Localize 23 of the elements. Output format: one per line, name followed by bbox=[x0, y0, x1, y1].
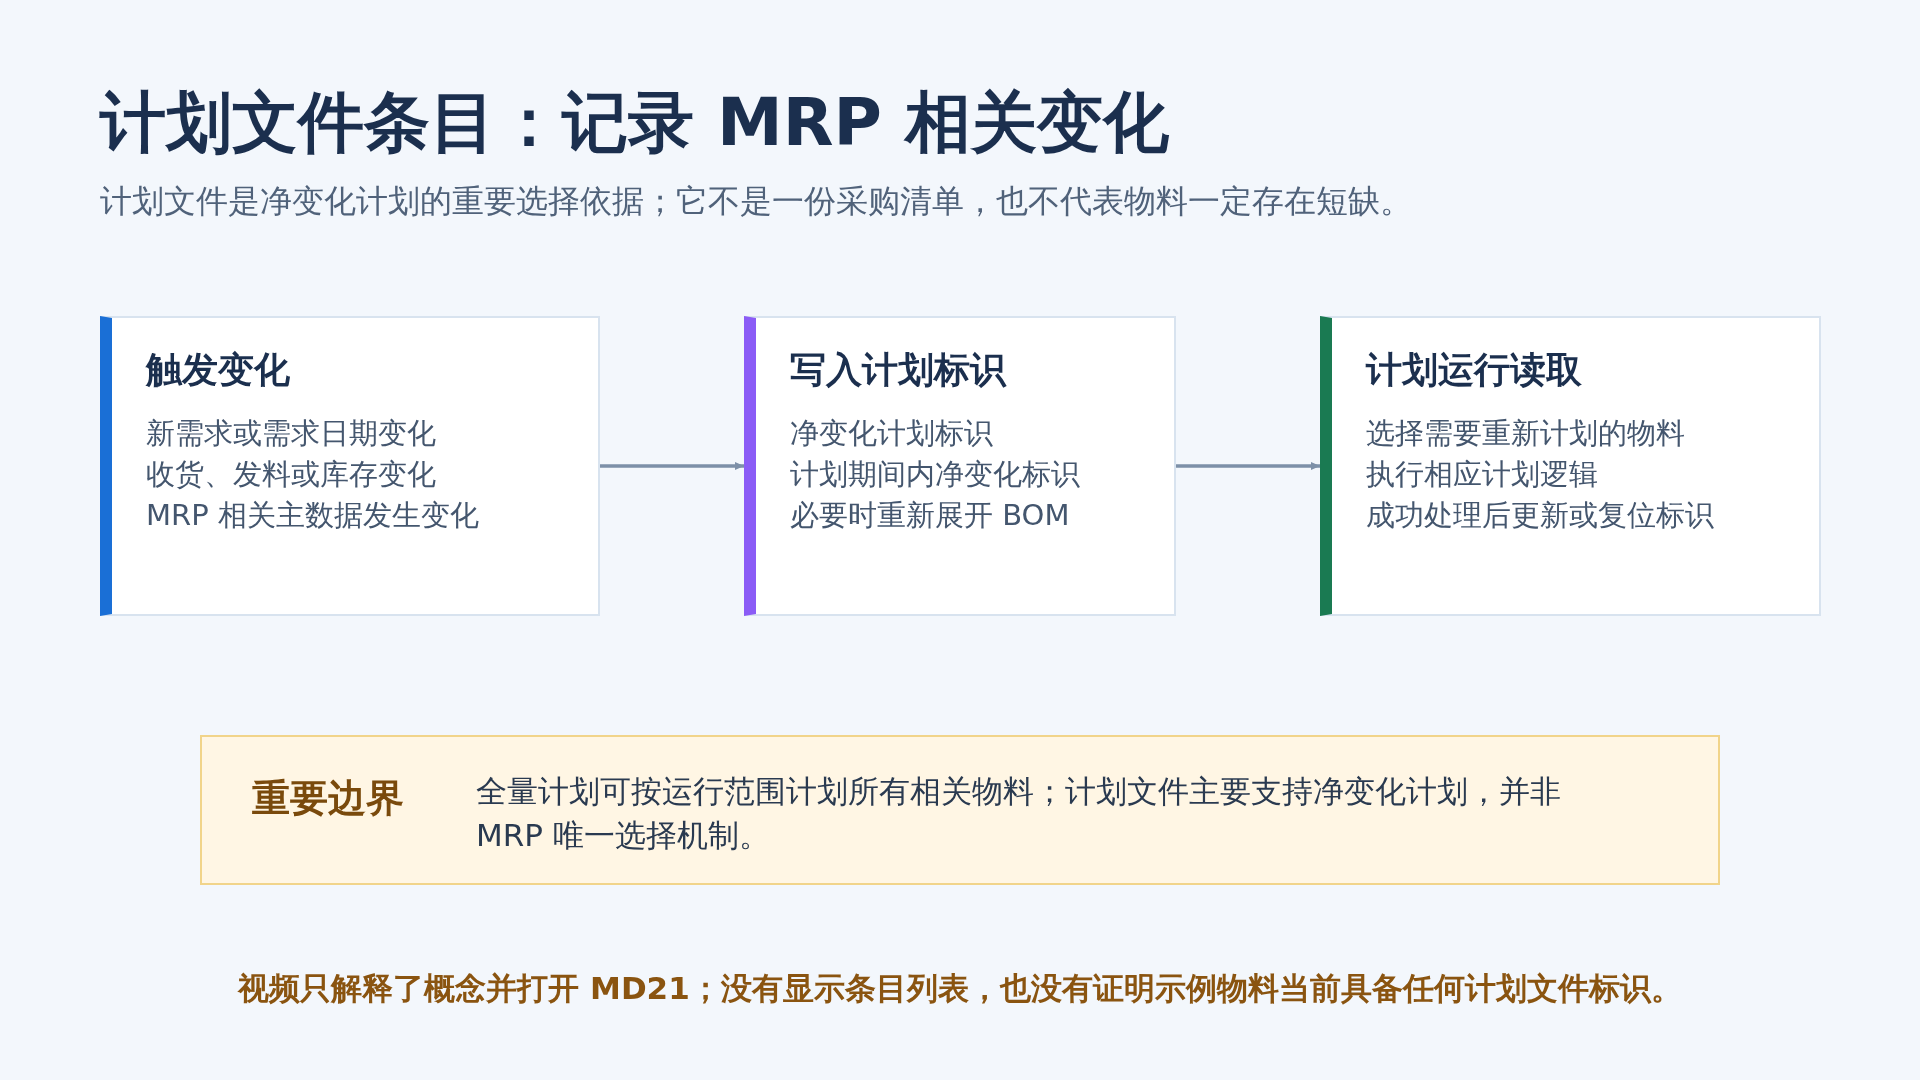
card-heading: 触发变化 bbox=[146, 348, 291, 392]
card-text: 计划期间内净变化标识 bbox=[790, 456, 1081, 493]
step-card bbox=[744, 316, 1176, 616]
card-text: 选择需要重新计划的物料 bbox=[1366, 415, 1686, 452]
card-heading: 写入计划标识 bbox=[790, 348, 1008, 392]
card-heading: 计划运行读取 bbox=[1366, 348, 1583, 392]
card-text: MRP 相关主数据发生变化 bbox=[146, 497, 480, 534]
note-box bbox=[200, 735, 1720, 885]
title: 计划文件条目：记录 MRP 相关变化 bbox=[100, 83, 1169, 163]
card-text: 执行相应计划逻辑 bbox=[1366, 456, 1599, 493]
card-text: 必要时重新展开 BOM bbox=[790, 497, 1071, 534]
arrow bbox=[1176, 462, 1320, 470]
note-text: 全量计划可按运行范围计划所有相关物料；计划文件主要支持净变化计划，并非 MRP 唯一选择机制。 bbox=[476, 772, 1562, 855]
step-card bbox=[100, 316, 600, 616]
note-heading: 重要边界 bbox=[252, 775, 404, 822]
step-card bbox=[1320, 316, 1821, 616]
card-text: 收货、发料或库存变化 bbox=[146, 456, 437, 493]
card-text: 净变化计划标识 bbox=[790, 415, 994, 452]
card-text: 新需求或需求日期变化 bbox=[146, 415, 437, 452]
arrow bbox=[600, 462, 744, 470]
subtitle: 计划文件是净变化计划的重要选择依据；它不是一份采购清单，也不代表物料一定存在短缺。 bbox=[100, 181, 1412, 222]
card-text: 成功处理后更新或复位标识 bbox=[1366, 497, 1715, 534]
footnote: 视频只解释了概念并打开 MD21；没有显示条目列表，也没有证明示例物料当前具备任何计划文件标识。 bbox=[236, 969, 1683, 1008]
